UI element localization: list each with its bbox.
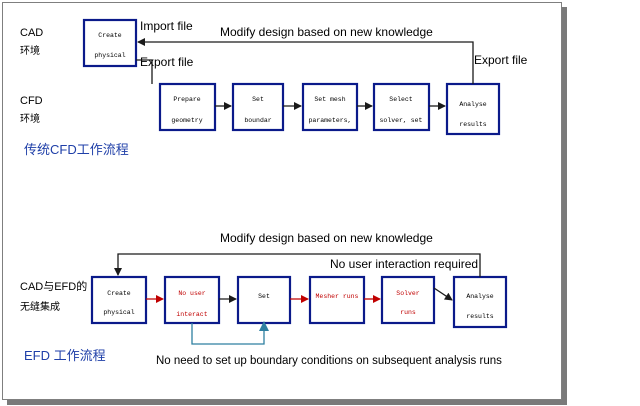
box-text-line2: parameters, (309, 117, 352, 124)
box-text-line1: Solver (396, 290, 420, 297)
box-text-line1: Select (389, 96, 413, 103)
box-text-line2: geometry (171, 117, 202, 124)
box-analyse-results-top: Analyse results (445, 82, 501, 136)
label-cad: CAD (20, 27, 43, 39)
heading-efd-workflow: EFD 工作流程 (24, 348, 106, 363)
label-cad-env: 环境 (20, 44, 40, 57)
box-prepare-geometry: Prepare geometry (158, 82, 217, 132)
box-text-line1: Set (252, 96, 264, 103)
box-text-line2: physical (94, 52, 125, 59)
box-create-physical-top: Create physical (82, 18, 138, 68)
box-text-line1: Analyse (466, 293, 493, 300)
no-interaction-label: No user interaction required (330, 257, 478, 271)
box-text-line1: No user (178, 290, 205, 297)
arrow-create-to-prepare (136, 59, 153, 84)
box-analyse-results-bottom: Analyse results (452, 275, 508, 329)
arrow-skip-boundary (191, 321, 269, 345)
box-text-line1: Set mesh (314, 96, 345, 103)
heading-traditional-cfd: 传统CFD工作流程 (24, 142, 129, 157)
export-file-label-left: Export file (140, 55, 194, 69)
slide-frame (2, 2, 562, 400)
modify-design-label-bottom: Modify design based on new knowledge (220, 231, 433, 245)
export-file-label-right: Export file (474, 53, 528, 67)
modify-design-label-top: Modify design based on new knowledge (220, 25, 433, 39)
box-text-line2: boundar (244, 117, 271, 124)
box-set-mesh-parameters: Set mesh parameters, (301, 82, 359, 132)
box-text-line2: runs (400, 309, 416, 316)
label-cfd: CFD (20, 95, 43, 107)
box-solver-runs: Solver runs (380, 275, 436, 325)
box-select-solver: Select solver, set (372, 82, 431, 132)
no-need-boundary-label: No need to set up boundary conditions on… (156, 355, 502, 367)
box-text-line1: Prepare (173, 96, 200, 103)
box-text-line2: results (459, 121, 486, 128)
box-text-line1: Set (258, 293, 270, 300)
box-text-line2: physical (103, 309, 134, 316)
box-set-boundary: Set boundar (231, 82, 285, 132)
box-text-line1: Create (98, 32, 122, 39)
box-create-physical-bottom: Create physical (90, 275, 148, 325)
box-set-bottom: Set (236, 275, 292, 325)
label-seamless: 无缝集成 (20, 300, 60, 313)
arrow-feedback-bottom (114, 253, 481, 277)
label-cfd-env: 环境 (20, 112, 40, 125)
box-text-line2: solver, set (380, 117, 423, 124)
box-text-line1: Create (107, 290, 131, 297)
import-file-label: Import file (140, 19, 193, 33)
box-no-user-interact: No user interact (163, 275, 221, 325)
box-text-line2: results (466, 313, 493, 320)
arrow-solver-to-analyse (433, 287, 453, 301)
label-cad-efd: CAD与EFD的 (20, 279, 87, 293)
box-text-line1: Mesher runs (316, 293, 359, 300)
box-mesher-runs: Mesher runs (308, 275, 366, 325)
box-text-line2: interact (176, 311, 207, 318)
box-text-line1: Analyse (459, 101, 486, 108)
arrow-feedback-top (137, 38, 474, 84)
